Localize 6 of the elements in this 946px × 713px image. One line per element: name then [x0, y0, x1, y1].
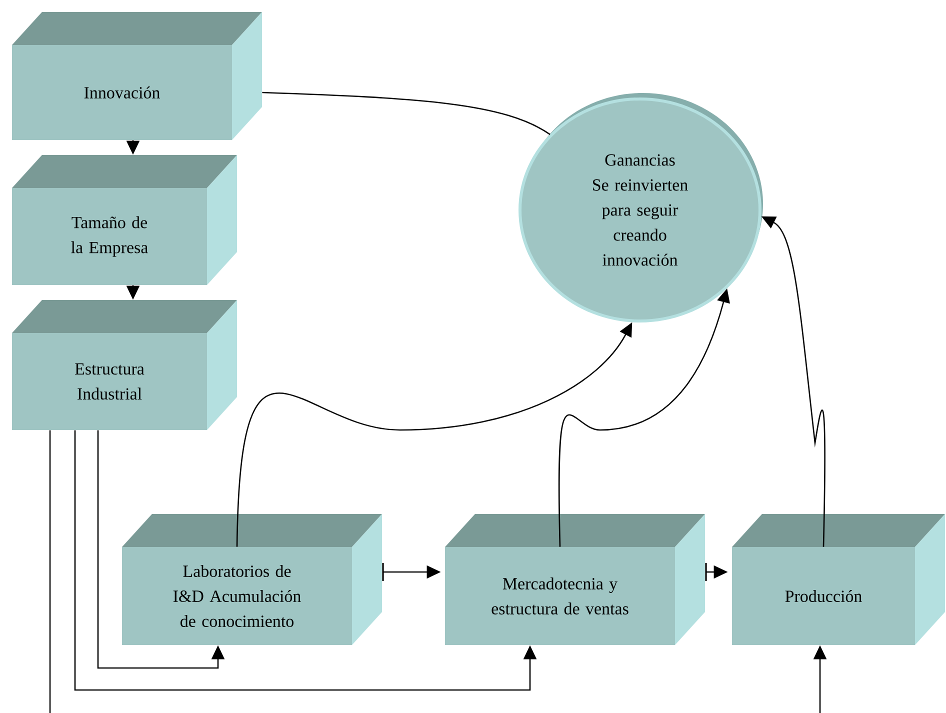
process-box: Laboratorios de I&D Acumulación de conocimiento	[122, 514, 382, 645]
process-box: Estructura Industrial	[12, 300, 237, 430]
process-box: Tamaño de la Empresa	[12, 155, 237, 285]
process-box: Mercadotecnia y estructura de ventas	[445, 514, 705, 645]
process-box: Innovación	[12, 12, 262, 140]
process-box: Producción	[732, 514, 945, 645]
